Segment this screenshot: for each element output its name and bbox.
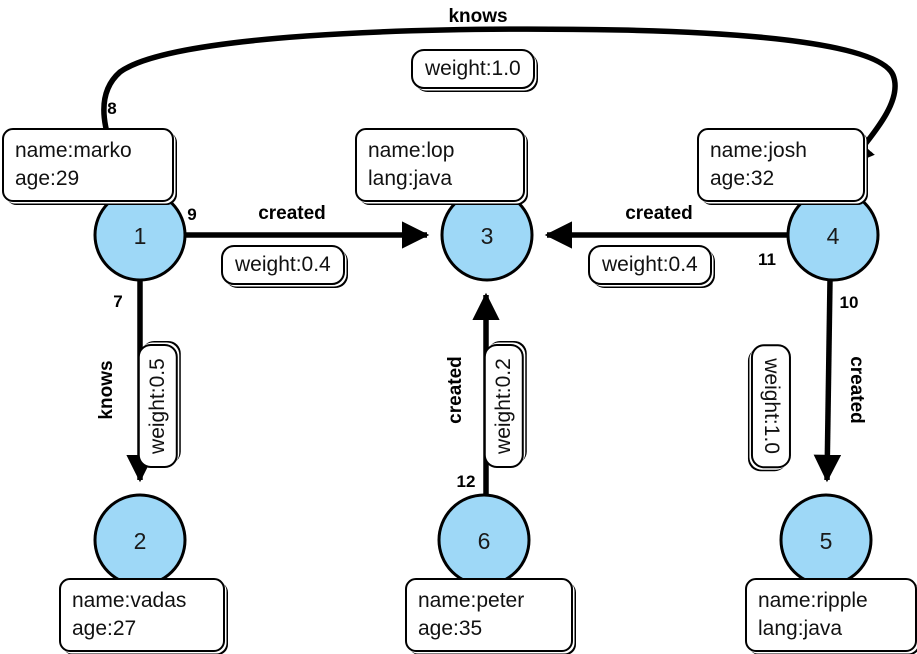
node-6[interactable]: 6 [437,493,531,587]
edge-11-weight-box: weight:0.4 [588,245,712,286]
edge-11-type-label: created [625,203,693,224]
edge-8-type-label: knows [448,6,507,27]
node-6-prop-0: name:peter [418,589,525,612]
edge-11-id-label: 11 [758,250,776,269]
edge-10-path [813,279,842,483]
node-1-prop-0: name:marko [15,139,132,162]
edge-8-path [101,26,898,192]
edge-10-created[interactable] [813,279,842,483]
edge-7-weight-box: weight:0.5 [137,344,178,468]
node-4[interactable]: 4 [786,188,880,282]
node-3-property-box: name:lop lang:java [355,128,525,203]
node-1-prop-1: age:29 [15,166,80,190]
edge-10-type-label: created [846,356,867,424]
node-2[interactable]: 2 [93,493,187,587]
node-2-property-box: name:vadas age:27 [59,578,225,653]
node-4-prop-1: age:32 [710,166,775,190]
edge-8-knows[interactable] [101,26,898,192]
edge-8-weight-box: weight:1.0 [411,49,535,90]
edge-10-weight-box: weight:1.0 [750,344,791,468]
edge-12-weight-box: weight:0.2 [483,344,524,468]
node-3-label: 3 [481,223,494,249]
node-3[interactable]: 3 [440,188,534,282]
edge-10-id-label: 10 [840,293,859,312]
edge-9-weight-box: weight:0.4 [221,245,345,286]
node-4-property-box: name:josh age:32 [697,128,865,203]
edge-12-type-label: created [445,356,466,424]
node-5-property-box: name:ripple lang:java [745,578,917,653]
edge-9-id-label: 9 [187,205,196,224]
node-2-prop-1: age:27 [72,616,137,640]
node-1-property-box: name:marko age:29 [2,128,174,203]
node-5-label: 5 [820,528,833,554]
node-6-property-box: name:peter age:35 [405,578,573,653]
node-4-label: 4 [827,223,840,249]
node-2-prop-0: name:vadas [72,589,187,612]
edge-12-id-label: 12 [457,472,476,491]
node-6-prop-1: age:35 [418,616,483,640]
node-2-label: 2 [134,528,147,554]
edge-7-id-label: 7 [113,292,122,311]
node-1-label: 1 [134,223,147,249]
node-3-prop-1: lang:java [368,166,453,190]
edge-9-type-label: created [258,203,326,224]
node-5[interactable]: 5 [779,493,873,587]
node-4-prop-0: name:josh [710,139,807,162]
node-1[interactable]: 1 [93,188,187,282]
node-5-prop-0: name:ripple [758,589,868,612]
edge-8-id-label: 8 [107,99,116,118]
node-3-prop-0: name:lop [368,139,455,162]
edge-7-type-label: knows [96,360,117,419]
node-6-label: 6 [478,528,491,554]
node-5-prop-1: lang:java [758,616,843,640]
